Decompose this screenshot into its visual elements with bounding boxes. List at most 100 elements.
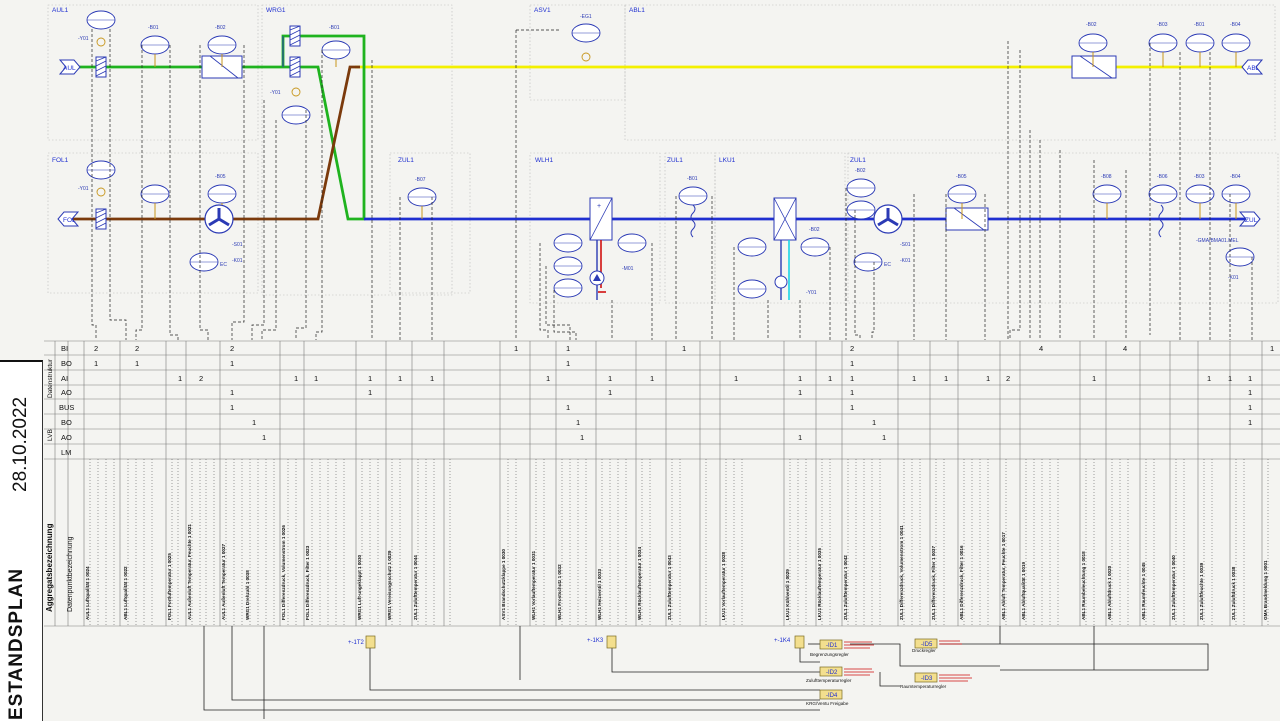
section-label-aul1: AUL1 [52,7,69,14]
title-block: ESTANDSPLAN 28.10.2022 [0,360,43,721]
tag-zul-b05: -B05 [956,174,967,180]
count-bus-1: 1 [566,403,570,412]
fan-fol-icon [204,204,234,234]
agg-label-28: ABL1 Raumfeuchte 1 0045 [1141,562,1146,620]
filter-zul [945,207,989,231]
tag-aul-b02: -B02 [215,25,226,31]
controller-box-id5 [914,638,938,649]
count-ai-19: 1 [1207,374,1211,383]
tag-asv-eg1: -EG1 [580,14,592,20]
controller-label-begrenzung: Begrenzungsregler [810,652,849,657]
tag-abl-b01: -B01 [1194,22,1205,28]
humidifier-zul2-icon [1158,204,1164,238]
fan-zul-icon [873,204,903,234]
count-bus-0: 1 [230,403,234,412]
agg-label-4: AUL1 Außenluft Temperatur 1 0027 [221,543,226,620]
header-datenpunkt: Datenpunktbezeichnung [67,536,74,612]
count-bo-1: 1 [135,359,139,368]
agg-label-18: LKU1 Kühlventil 1 0029 [785,569,790,620]
controller-box-1k4 [794,635,805,649]
agg-label-12: WLH1 Vorlauftemperatur 1 0031 [531,550,536,620]
agg-label-25: ABL1 Abluftqualität 1 0019 [1021,562,1026,620]
count-bo-4: 1 [850,359,854,368]
section-frames [47,4,1279,304]
duct-label-zul: ZUL [1245,217,1258,224]
agg-label-29: ZUL1 Zulufttemperatur 1 0040 [1171,555,1176,620]
count-bus-3: 1 [1248,403,1252,412]
tag-wlh-m01: -M01 [622,266,634,272]
count-ai-1: 2 [199,374,203,383]
count-ai-7: 1 [546,374,550,383]
damper-aul [95,56,107,78]
tag-abl-b02: -B02 [1086,22,1097,28]
tag-zul-b02: -B02 [855,168,866,174]
agg-label-6: FOL1 Differenzdruck, Volumenstrom 1 0026 [281,525,286,620]
header-aggregat: Aggregatsbezeichnung [45,523,54,612]
plan-date: 28.10.2022 [10,396,31,492]
duct-label-abl: ABL [1247,65,1260,72]
count-ai-15: 1 [944,374,948,383]
agg-label-21: ZUL1 Differenzdruck, Volumenstrom 1 0041 [899,525,904,620]
damper-wrg-top [289,25,301,47]
section-label-abl1: ABL1 [629,7,645,14]
controller-wiring [203,626,1209,719]
tag-gma-k01: -K01 [1228,275,1239,281]
duct-label-aul: AUL [63,65,76,72]
tag-fol-y01: -Y01 [78,186,89,192]
agg-label-2: FOL1 Fortluftemperatur 1 0025 [167,553,172,620]
row-label-bo: BO [61,359,72,368]
tag-lku-y01: -Y01 [806,290,817,296]
count-bi-8: 4 [1123,344,1127,353]
svg-text:+: + [597,203,601,210]
tag-aul-b01: -B01 [148,25,159,31]
count-ao-5: 1 [1248,388,1252,397]
section-label-asv1: ASV1 [534,7,551,14]
tag-fol-k01: -K01 [232,258,243,264]
section-label-fol1: FOL1 [52,157,69,164]
count-ao-0: 1 [230,388,234,397]
header-lvb: LVB [47,429,54,441]
section-label-zul1: ZUL1 [398,157,414,164]
controller-label-krg: KRG/Ventu Freigabe [806,701,849,706]
count-lvb-bo-3: 1 [1248,418,1252,427]
agg-label-9: WRG1 Vereisungsschutz 1 0029 [387,550,392,620]
tag-fol-ec: EC [220,262,227,268]
controller-label-druck: Druckregler [912,648,936,653]
count-ai-18: 1 [1092,374,1096,383]
agg-label-23: ABL1 Differenzdruck, Filter 1 0016 [959,545,964,620]
count-bi-5: 1 [682,344,686,353]
count-bo-0: 1 [94,359,98,368]
agg-label-17: LKU1 Vorlauftemperatur 1 0028 [721,551,726,620]
row-label-bus: BUS [59,403,74,412]
tag-zul-b03: -B03 [1194,174,1205,180]
tag-aul-y01: -Y01 [78,36,89,42]
count-bo-3: 1 [566,359,570,368]
controller-box-id1 [819,639,843,650]
tag-zul-b06: -B06 [1157,174,1168,180]
tag-abl-b03: -B03 [1157,22,1168,28]
heating-coil-wlh: + [589,197,613,300]
count-bi-1: 2 [135,344,139,353]
controller-box-id2 [819,666,843,677]
fortluft-duct [70,65,360,221]
agg-label-27: ABL1 Abluftdruck 1 0020 [1107,565,1112,620]
count-ai-6: 1 [430,374,434,383]
count-lvb-ao-1: 1 [580,433,584,442]
count-ai-12: 1 [828,374,832,383]
controller-label-zuluft: Zulufttemperaturregler [806,678,852,683]
count-ai-13: 1 [850,374,854,383]
agg-label-16: ZUL1 Zulufttemperatur 1 0043 [667,555,672,620]
agg-label-20: ZUL1 Zulufttemperatur 1 0042 [843,555,848,620]
count-lvb-bo-0: 1 [252,418,256,427]
tag-fol-s01: -S01 [232,242,243,248]
count-ai-21: 1 [1248,374,1252,383]
tag-zul-ec: EC [884,262,891,268]
controller-box-1t2 [365,635,376,649]
agg-label-32: GMA Brandmeldung 1 0001 [1263,560,1268,620]
agg-label-5: WRG1 Drehzahl 1 0038 [245,570,250,620]
tag-fol-b05: -B05 [215,174,226,180]
agg-label-10: ZUL1 Zulufttemperatur 1 0044 [413,555,418,620]
agg-label-22: ZUL1 Differenzdruck, Filter 1 0037 [931,546,936,620]
count-bi-3: 1 [514,344,518,353]
controller-tag-id2: -ID2 [826,670,838,676]
